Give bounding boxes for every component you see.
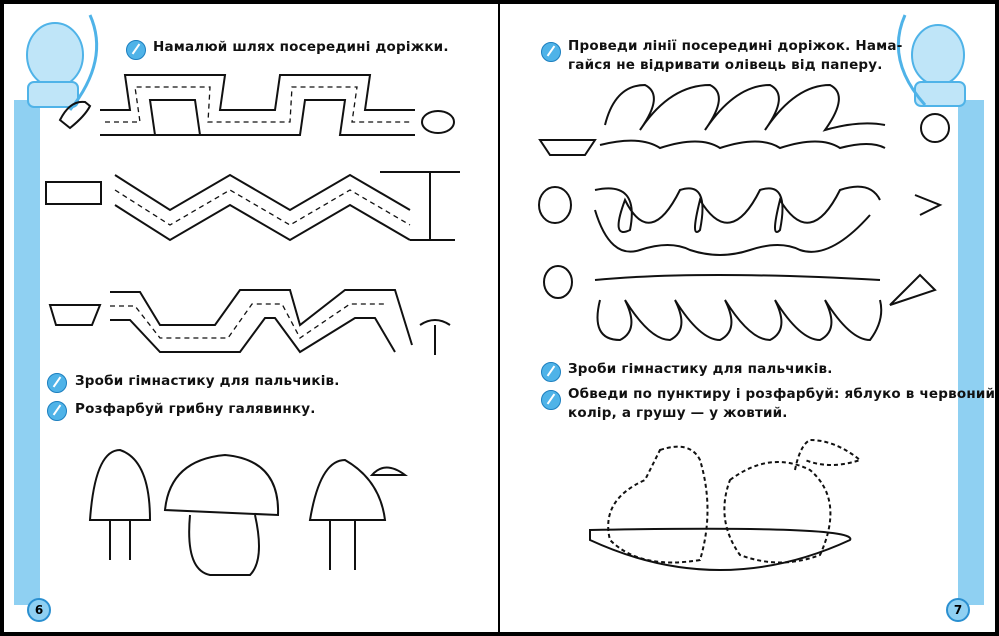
left-page	[4, 4, 498, 632]
boy-mascot-illustration	[896, 14, 966, 107]
zigzag-path-2	[45, 171, 460, 242]
loop-path-3	[543, 265, 937, 342]
pear-apple-bowl-illustration	[589, 438, 863, 571]
mushroom-meadow-illustration	[88, 448, 409, 576]
hand-icon	[541, 362, 561, 382]
task-text: Проведи лінії посередині доріжок. Нама- …	[568, 37, 903, 75]
page-number-left: 6	[27, 598, 51, 622]
loop-path-1	[538, 83, 950, 156]
loop-path-2	[538, 185, 943, 256]
task-line-1: Проведи лінії посередині доріжок. Нама-	[568, 38, 903, 54]
right-blue-strip	[958, 100, 984, 605]
zigzag-path-3	[48, 289, 451, 355]
task-text: Зроби гімнастику для пальчиків.	[75, 373, 340, 389]
hand-icon	[47, 373, 67, 393]
task-line-2: гайся не відривати олівець від паперу.	[568, 57, 883, 73]
girl-mascot-illustration	[26, 14, 99, 111]
task-line-2: колір, а грушу — у жовтий.	[568, 405, 788, 421]
task-text: Намалюй шлях посередині доріжки.	[153, 39, 449, 55]
task-text: Обведи по пунктиру і розфарбуй: яблуко в…	[568, 385, 995, 423]
task-text: Розфарбуй грибну галявинку.	[75, 401, 316, 417]
pencil-icon	[126, 40, 146, 60]
task-text: Зроби гімнастику для пальчиків.	[568, 361, 833, 377]
pencil-icon	[47, 401, 67, 421]
task-line-1: Обведи по пунктиру і розфарбуй: яблуко в…	[568, 386, 996, 402]
left-blue-strip	[14, 100, 40, 605]
zigzag-path-1	[58, 74, 455, 136]
pencil-icon	[541, 42, 561, 62]
pencil-icon	[541, 390, 561, 410]
page-number-right: 7	[946, 598, 970, 622]
right-page	[500, 4, 995, 632]
